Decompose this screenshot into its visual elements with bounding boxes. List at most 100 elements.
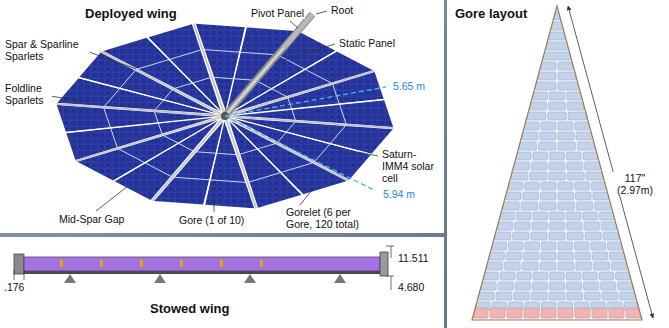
solar-cell bbox=[538, 72, 556, 80]
solar-cell bbox=[531, 162, 547, 170]
solar-cell bbox=[498, 282, 513, 290]
solar-cell bbox=[541, 252, 556, 260]
solar-cell bbox=[549, 172, 566, 180]
solar-cell bbox=[558, 142, 575, 150]
solar-cell bbox=[513, 232, 529, 240]
solar-cell bbox=[514, 292, 530, 300]
foldline bbox=[288, 98, 296, 121]
solar-cell bbox=[585, 232, 601, 240]
solar-cell bbox=[601, 222, 616, 230]
solar-cell bbox=[535, 82, 556, 90]
solar-cell bbox=[481, 282, 496, 290]
solar-cell bbox=[549, 232, 565, 240]
root-panel bbox=[225, 14, 313, 116]
solar-cell bbox=[533, 212, 548, 220]
solar-cell bbox=[566, 272, 580, 280]
solar-cell bbox=[583, 212, 598, 220]
solar-cell bbox=[612, 262, 628, 270]
solar-cell bbox=[522, 262, 538, 270]
solar-cell bbox=[531, 232, 547, 240]
solar-cell bbox=[549, 292, 565, 300]
solar-cell bbox=[558, 132, 574, 140]
solar-cell bbox=[511, 172, 528, 180]
stowed-wing bbox=[14, 246, 394, 290]
solar-cell bbox=[558, 182, 573, 190]
solar-cell bbox=[490, 308, 505, 318]
solar-cell bbox=[506, 252, 521, 260]
callout-label: Root bbox=[330, 4, 354, 16]
foldline bbox=[154, 111, 162, 134]
solar-cell bbox=[515, 222, 530, 230]
solar-cell bbox=[576, 262, 592, 270]
solar-cell bbox=[524, 122, 539, 130]
solar-cell bbox=[549, 282, 564, 290]
foldline bbox=[239, 143, 276, 154]
panel-ground bbox=[0, 0, 444, 233]
solar-cell bbox=[567, 102, 584, 110]
solar-cell bbox=[567, 162, 583, 170]
solar-cell bbox=[508, 182, 523, 190]
solar-cell bbox=[515, 282, 530, 290]
solar-cell bbox=[586, 172, 603, 180]
foldline bbox=[204, 50, 276, 55]
solar-cell bbox=[608, 242, 623, 250]
solar-cell bbox=[541, 182, 556, 190]
solar-cell bbox=[500, 212, 515, 220]
dimension-line bbox=[225, 87, 386, 116]
spar bbox=[194, 24, 225, 116]
panel-heading: Stowed wing bbox=[150, 301, 229, 316]
solar-cell bbox=[616, 272, 630, 280]
panel-heading: Gore layout bbox=[455, 6, 527, 21]
callout-label: Spar & Sparline Sparlets bbox=[4, 38, 90, 62]
solar-cell bbox=[567, 232, 583, 240]
solar-cell bbox=[585, 292, 601, 300]
dimension-label: 11.511 bbox=[397, 252, 430, 264]
solar-cell bbox=[558, 122, 573, 130]
solar-cell bbox=[533, 272, 547, 280]
solar-cell bbox=[540, 132, 556, 140]
callout-label: Pivot Panel bbox=[250, 7, 305, 19]
solar-cell bbox=[507, 308, 522, 318]
solar-cell bbox=[594, 262, 610, 270]
solar-cell bbox=[566, 152, 581, 160]
solar-cell bbox=[550, 212, 565, 220]
solar-cell bbox=[576, 202, 592, 210]
solar-cell bbox=[532, 222, 547, 230]
solar-cell bbox=[533, 92, 548, 100]
solar-cell bbox=[558, 202, 574, 210]
figure-panel: Stowed wing bbox=[0, 237, 444, 328]
solar-cell bbox=[524, 252, 539, 260]
solar-cell bbox=[602, 292, 618, 300]
spar bbox=[152, 116, 225, 201]
solar-cell bbox=[610, 252, 625, 260]
solar-cell bbox=[592, 308, 607, 318]
solar-cell bbox=[524, 308, 539, 318]
solar-cell bbox=[525, 242, 540, 250]
solar-cell bbox=[540, 262, 556, 270]
solar-cell bbox=[591, 242, 606, 250]
solar-cell bbox=[508, 242, 523, 250]
solar-cell bbox=[575, 122, 590, 130]
panel-ground bbox=[447, 0, 669, 328]
solar-cell bbox=[487, 262, 503, 270]
solar-cell bbox=[584, 222, 599, 230]
callout-label: Static Panel bbox=[338, 37, 396, 49]
pivot-panel bbox=[283, 14, 312, 48]
solar-cell bbox=[599, 212, 614, 220]
solar-cell bbox=[576, 192, 592, 200]
foldline bbox=[104, 70, 135, 106]
solar-cell bbox=[603, 232, 619, 240]
solar-cell bbox=[541, 308, 556, 318]
solar-cell bbox=[558, 82, 579, 90]
gore-layout bbox=[472, 6, 653, 320]
foldline bbox=[119, 149, 172, 177]
solar-cell bbox=[599, 272, 613, 280]
solar-cell bbox=[530, 172, 547, 180]
solar-cell bbox=[503, 202, 519, 210]
solar-cell bbox=[514, 162, 530, 170]
solar-cell bbox=[550, 152, 565, 160]
spar bbox=[225, 116, 394, 128]
callout-label: Gore (1 of 10) bbox=[178, 214, 245, 226]
solar-cell bbox=[577, 142, 594, 150]
solar-cell bbox=[495, 232, 511, 240]
